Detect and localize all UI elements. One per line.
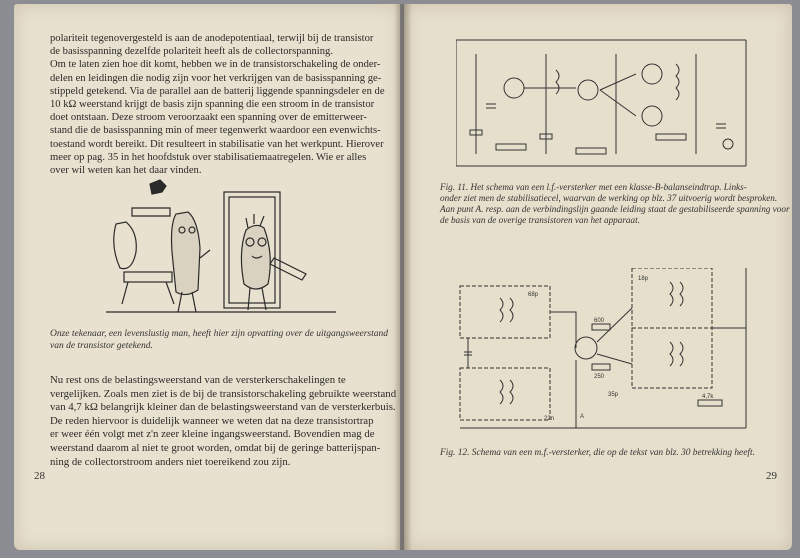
text-line: er weer één volgt met z'n zeer kleine in… xyxy=(50,428,375,441)
caption-line: de basis van de overige transistoren van… xyxy=(440,215,640,225)
text-line: stand die de basisspanning min of meer t… xyxy=(50,125,381,137)
text-line: De reden hiervoor is duidelijk wanneer w… xyxy=(50,414,374,427)
book-gutter xyxy=(394,4,412,550)
label-18p: 18p xyxy=(638,276,649,282)
cartoon-illustration xyxy=(106,179,336,313)
left-figure-caption: Onze tekenaar, een levenslustig man, hee… xyxy=(50,329,390,352)
label-35p: 35p xyxy=(608,392,619,398)
label-600: 600 xyxy=(594,318,605,324)
text-line: ning de collectorstroom anders niet toer… xyxy=(50,455,291,468)
caption-line: onder ziet men de stabilisatiecel, waarv… xyxy=(440,193,778,203)
caption-line: Aan punt A. resp. aan de verbindingslijn… xyxy=(440,204,790,214)
label-22n: 22n xyxy=(544,416,554,422)
label-250: 250 xyxy=(594,374,605,380)
right-page: Fig. 11. Het schema van een l.f.-verster… xyxy=(404,4,792,550)
left-page: polariteit tegenovergesteld is aan de an… xyxy=(14,4,400,550)
schematic-fig12: 68p 18p 600 250 35p 4,7k 22n A xyxy=(459,268,747,429)
text-line: delen en leidingen die nodig zijn voor h… xyxy=(50,72,382,84)
text-line: Om te laten zien hoe dit komt, hebben we… xyxy=(50,59,381,71)
text-line: weerstand daarom al niet te groot worden… xyxy=(50,441,381,454)
caption-line: van de transistor getekend. xyxy=(50,340,153,351)
text-line: de basisspanning dezelfde polariteit hee… xyxy=(50,46,333,58)
text-line: polariteit tegenovergesteld is aan de an… xyxy=(50,33,374,44)
page-number-right: 29 xyxy=(766,470,777,482)
fig12-caption: Fig. 12. Schema van een m.f.-versterker,… xyxy=(440,448,755,458)
open-book: polariteit tegenovergesteld is aan de an… xyxy=(14,4,792,550)
text-line: Nu rest ons de belastingsweerstand van d… xyxy=(50,374,346,386)
text-line: stippeld getekend. Via de parallel aan d… xyxy=(50,85,385,97)
schematic-fig11 xyxy=(456,39,747,167)
text-line: vergelijken. Zoals men ziet is de bij de… xyxy=(50,387,397,400)
label-68p: 68p xyxy=(528,292,539,298)
text-line: 10 kΩ weerstand krijgt de basis zijn spa… xyxy=(50,99,375,111)
left-bottom-paragraph: Nu rest ons de belastingsweerstand van d… xyxy=(50,374,397,469)
text-line: toestand wordt bereikt. Dit resulteert i… xyxy=(50,138,384,150)
page-number-left: 28 xyxy=(34,470,45,482)
caption-line: Onze tekenaar, een levenslustig man, hee… xyxy=(50,329,388,339)
label-a: A xyxy=(580,414,584,420)
text-line: doet ontstaan. Deze stroom veroorzaakt e… xyxy=(50,112,367,124)
text-line: over wil weten kan het daar vinden. xyxy=(50,165,202,177)
caption-line: Fig. 11. Het schema van een l.f.-verster… xyxy=(440,182,747,192)
text-line: van 4,7 kΩ belangrijk kleiner dan de bel… xyxy=(50,401,396,414)
left-top-paragraph: polariteit tegenovergesteld is aan de an… xyxy=(50,32,390,177)
fig11-caption: Fig. 11. Het schema van een l.f.-verster… xyxy=(440,182,790,226)
text-line: meer op pag. 35 in het hoofdstuk over st… xyxy=(50,151,367,163)
label-4k7: 4,7k xyxy=(702,394,714,400)
